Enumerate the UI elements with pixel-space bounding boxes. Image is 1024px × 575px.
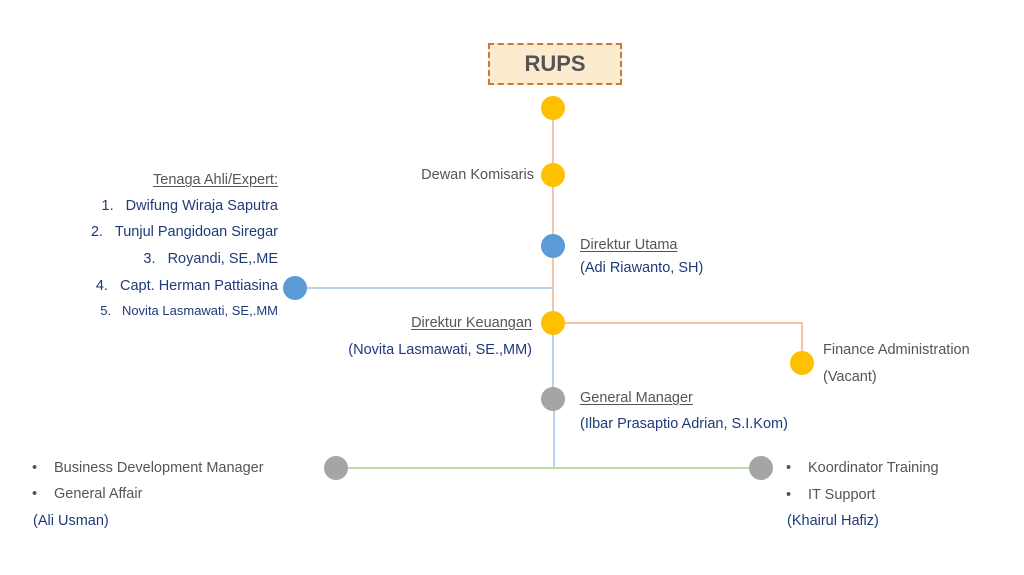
right-unit-role: Koordinator Training	[786, 459, 939, 477]
right-unit-role: IT Support	[786, 486, 875, 504]
finance-administration-name: (Vacant)	[823, 369, 877, 385]
node-tenaga-ahli[interactable]	[283, 276, 307, 300]
expert-item: 4. Capt. Herman Pattiasina	[95, 278, 278, 294]
rups-box[interactable]: RUPS	[488, 43, 622, 85]
direktur-keuangan-name: (Novita Lasmawati, SE.,MM)	[348, 342, 532, 358]
direktur-utama-name: (Adi Riawanto, SH)	[580, 260, 704, 276]
node-bd-ga-unit[interactable]	[324, 456, 348, 480]
node-direktur-utama[interactable]	[541, 234, 565, 258]
node-general-manager[interactable]	[541, 387, 565, 411]
left-unit-role: Business Development Manager	[32, 459, 264, 477]
direktur-utama-label: Direktur Utama	[580, 237, 678, 253]
expert-item: 3. Royandi, SE,.ME	[143, 251, 278, 267]
expert-item: 1. Dwifung Wiraja Saputra	[101, 198, 279, 214]
dewan-komisaris-label: Dewan Komisaris	[421, 167, 534, 183]
node-finance-administration[interactable]	[790, 351, 814, 375]
direktur-keuangan-label: Direktur Keuangan	[411, 315, 532, 331]
general-manager-label: General Manager	[580, 390, 693, 406]
node-rups[interactable]	[541, 96, 565, 120]
expert-item: 5. Novita Lasmawati, SE,.MM	[100, 303, 278, 318]
node-training-it-unit[interactable]	[749, 456, 773, 480]
right-unit-name: (Khairul Hafiz)	[787, 513, 879, 529]
left-unit-name: (Ali Usman)	[33, 513, 109, 529]
rups-label: RUPS	[524, 51, 586, 76]
general-manager-name: (Ilbar Prasaptio Adrian, S.I.Kom)	[580, 416, 788, 432]
connector-finance-admin	[553, 322, 803, 362]
left-unit-role: General Affair	[32, 485, 142, 503]
expert-heading: Tenaga Ahli/Expert:	[153, 172, 278, 188]
node-direktur-keuangan[interactable]	[541, 311, 565, 335]
node-dewan-komisaris[interactable]	[541, 163, 565, 187]
finance-administration-label: Finance Administration	[823, 342, 970, 358]
expert-item: 2. Tunjul Pangidoan Siregar	[90, 224, 278, 240]
